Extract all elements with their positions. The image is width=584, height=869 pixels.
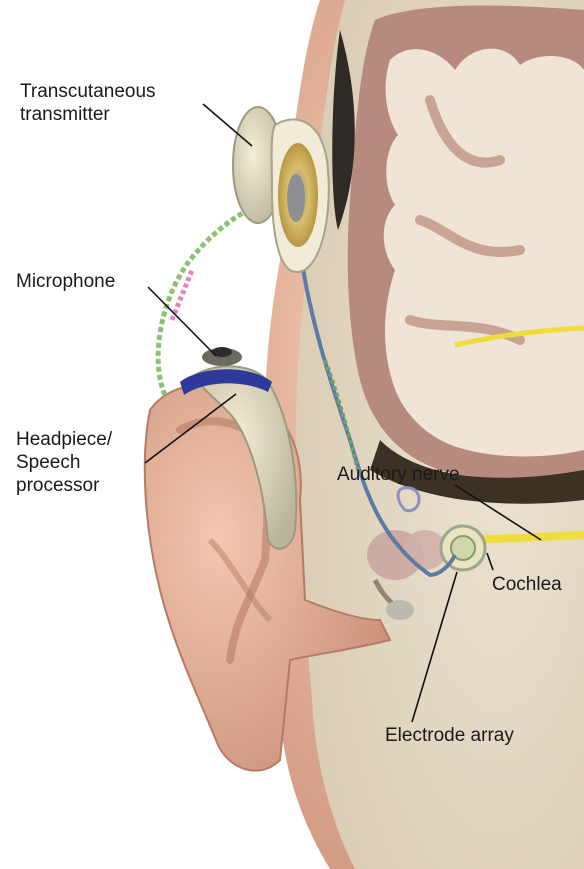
label-electrode-array: Electrode array [385, 724, 514, 747]
label-microphone: Microphone [16, 270, 115, 293]
label-headpiece-speech-processor: Headpiece/ Speech processor [16, 428, 112, 497]
internal-receiver [272, 119, 329, 272]
label-cochlea: Cochlea [492, 573, 562, 596]
auditory-nerve [470, 535, 584, 540]
label-transcutaneous-transmitter: Transcutaneous transmitter [20, 80, 156, 126]
label-auditory-nerve: Auditory nerve [337, 463, 460, 486]
